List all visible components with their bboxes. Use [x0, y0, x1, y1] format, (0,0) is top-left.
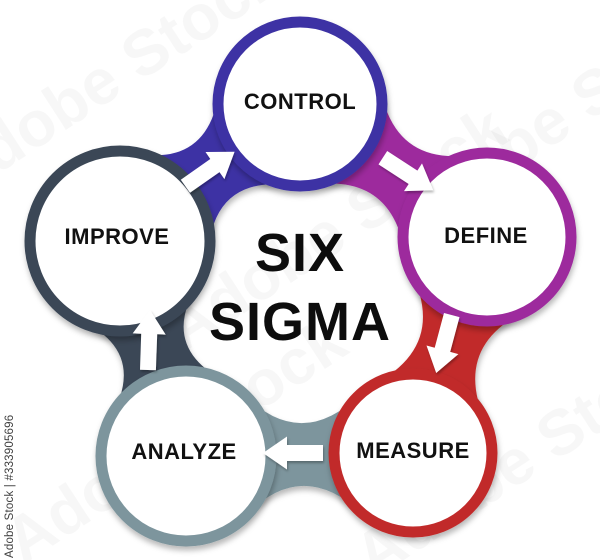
- node-circle-measure: [328, 368, 498, 538]
- node-label-measure: MEASURE: [356, 438, 470, 463]
- flow-arrow-improve-to-control: [180, 151, 235, 193]
- node-circle-improve: [24, 145, 216, 337]
- node-label-control: CONTROL: [243, 89, 357, 114]
- node-circle-define: [397, 147, 577, 327]
- node-label-analyze: ANALYZE: [131, 439, 237, 464]
- node-label-improve: IMPROVE: [64, 224, 170, 249]
- flow-arrow-analyze-to-improve: [132, 310, 166, 371]
- node-label-define: DEFINE: [444, 223, 528, 248]
- diagram-title: SIX SIGMA: [209, 219, 391, 357]
- flow-arrow-define-to-measure: [426, 313, 460, 373]
- stock-attribution: Adobe Stock | #333905696: [4, 414, 16, 558]
- title-line-2: SIGMA: [208, 292, 392, 352]
- flow-arrow-control-to-define: [378, 151, 434, 192]
- node-circle-control: [212, 16, 388, 192]
- title-line-1: SIX: [254, 223, 346, 283]
- flow-arrow-measure-to-analyze: [263, 436, 323, 470]
